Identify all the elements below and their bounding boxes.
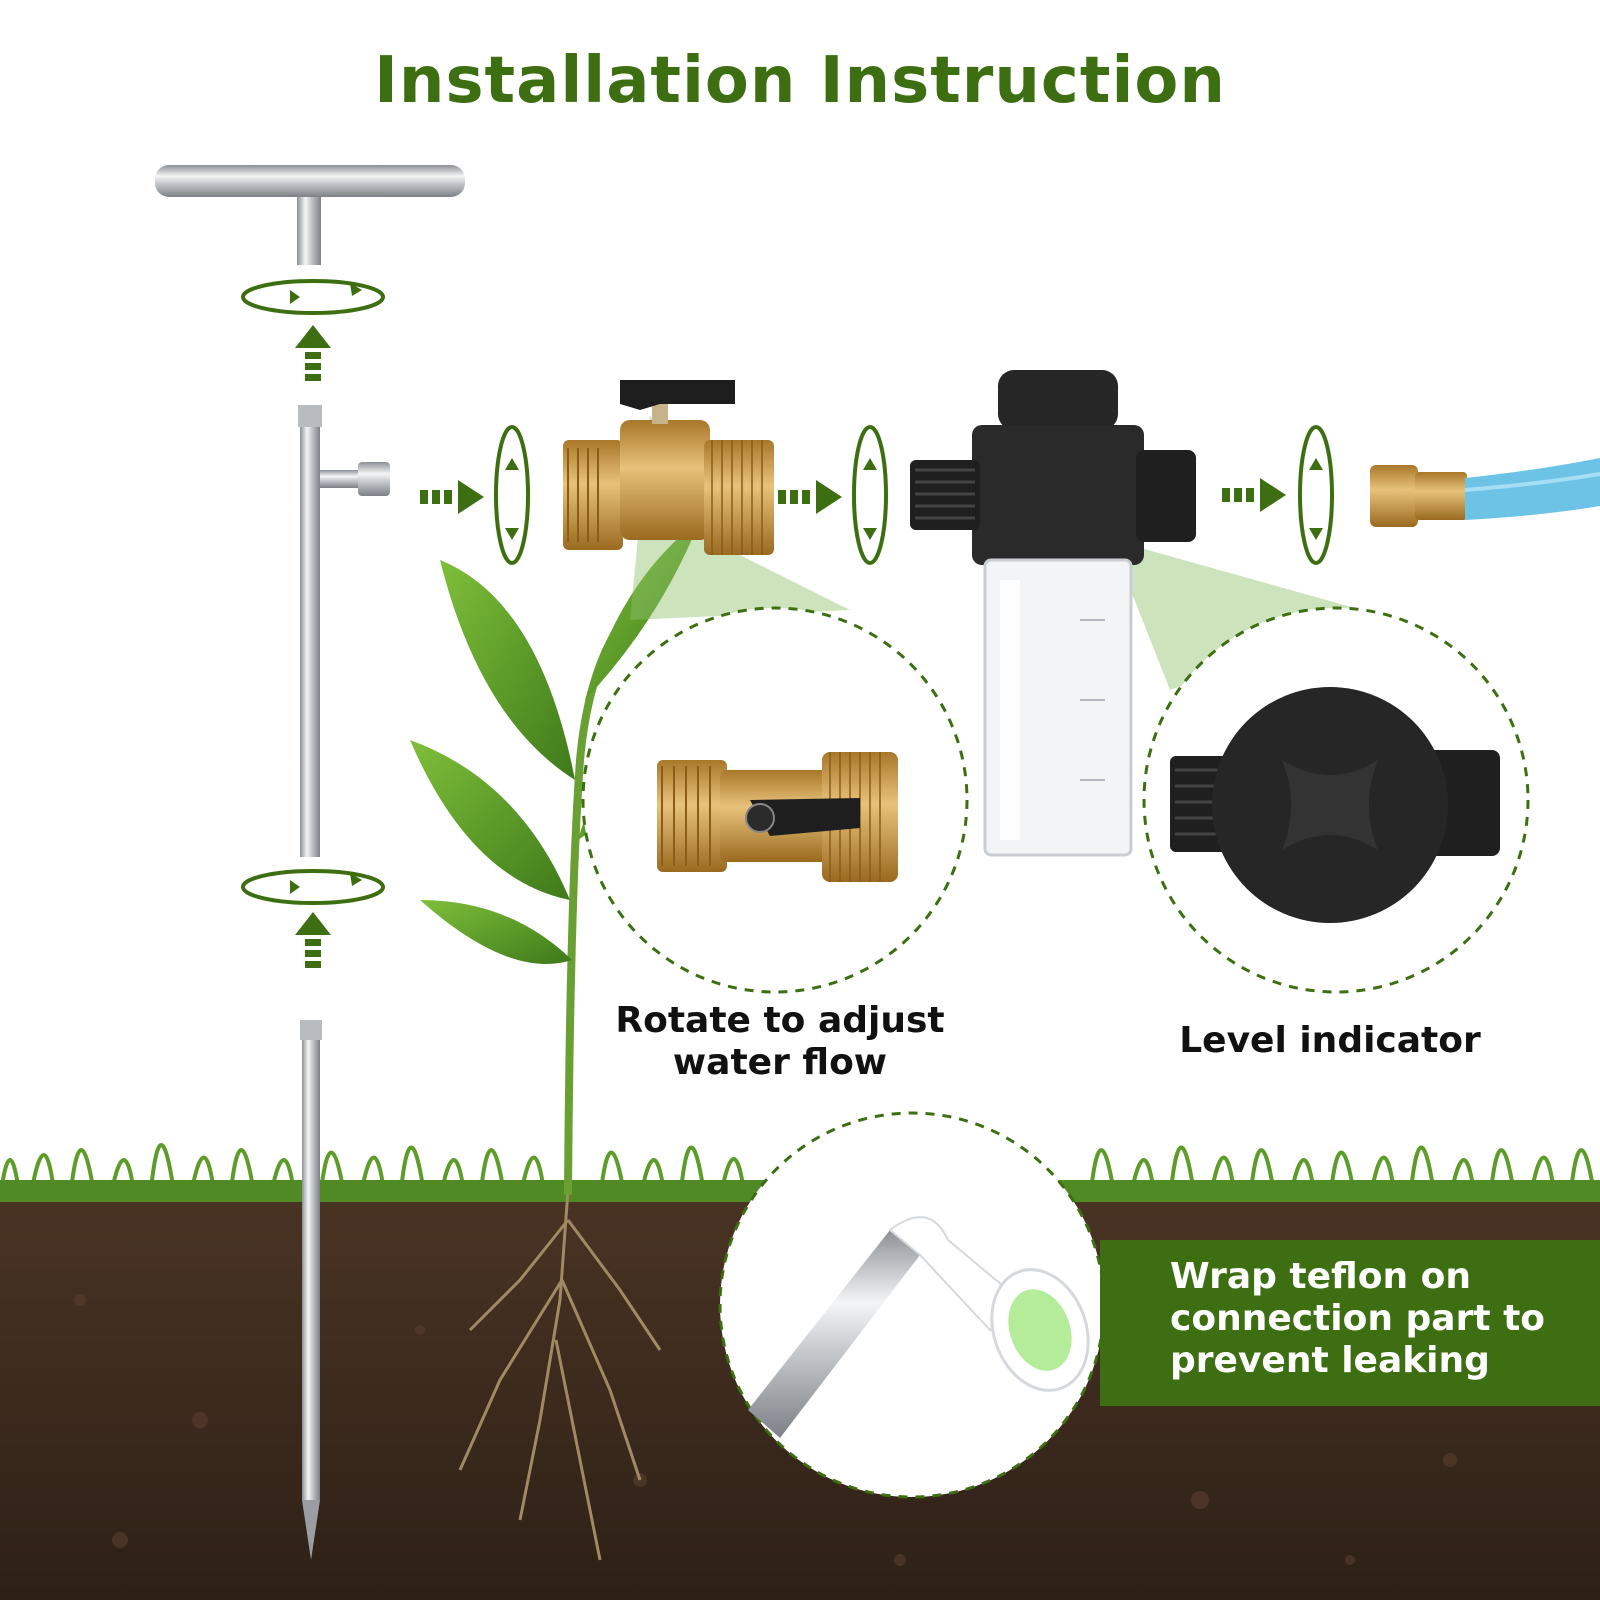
leaf <box>410 740 570 900</box>
page-title: Installation Instruction <box>374 44 1226 118</box>
leaf <box>440 560 575 780</box>
leaf <box>420 900 572 964</box>
plant-roots <box>458 1189 662 1561</box>
grass <box>0 1143 1597 1201</box>
valve-caption: Rotate to adjust water flow <box>615 1000 945 1083</box>
vertical-rotate-icon <box>1298 425 1334 565</box>
zoom-beam <box>630 415 850 620</box>
spike-rod <box>300 1020 322 1560</box>
leaf <box>585 520 700 700</box>
rotate-arrows-icon <box>241 869 385 905</box>
teflon-caption: Wrap teflon on connection part to preven… <box>1170 1256 1546 1381</box>
valve-detail-circle <box>581 606 969 994</box>
brass-valve <box>563 380 774 555</box>
vertical-rotate-icon <box>852 425 888 565</box>
sprayer-bottle <box>910 370 1196 857</box>
dashed-arrow-right-icon <box>778 480 842 514</box>
teflon-detail-circle <box>718 1111 1106 1499</box>
vertical-rotate-icon <box>494 425 530 565</box>
teflon-banner <box>1100 1240 1600 1406</box>
dashed-arrow-up-icon <box>295 325 331 381</box>
level-caption: Level indicator <box>1179 1020 1481 1061</box>
dashed-arrow-right-icon <box>1222 478 1286 512</box>
dashed-arrow-up-icon <box>295 912 331 968</box>
dashed-arrow-right-icon <box>420 480 484 514</box>
garden-hose <box>1370 458 1600 527</box>
rotate-arrows-icon <box>241 279 385 315</box>
level-detail-circle <box>1142 606 1530 994</box>
t-handle <box>155 165 465 265</box>
middle-rod <box>298 405 390 857</box>
